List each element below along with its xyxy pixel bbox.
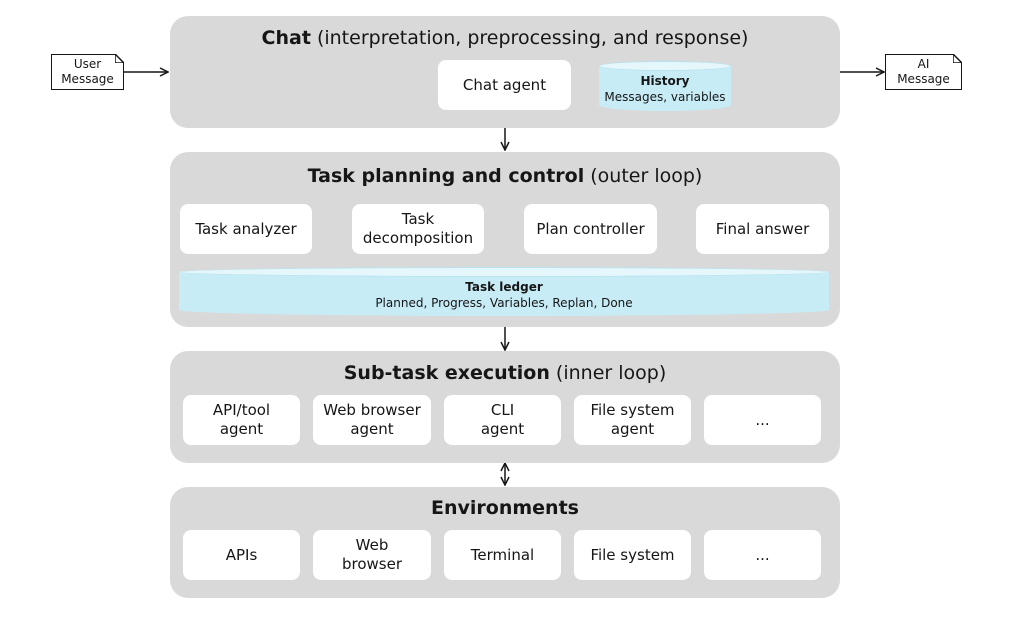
cli-agent-box: CLI agent <box>444 395 561 445</box>
ai-message-doc: AI Message <box>885 54 962 90</box>
ai-message-label: AI Message <box>897 57 950 86</box>
task-decomposition-box: Task decomposition <box>352 204 484 254</box>
task-analyzer-box: Task analyzer <box>180 204 312 254</box>
env-web-browser-box: Web browser <box>313 530 431 580</box>
user-message-fold <box>115 54 124 63</box>
file-system-agent-box: File system agent <box>574 395 691 445</box>
user-message-doc: User Message <box>51 54 124 90</box>
task-ledger-subtitle: Planned, Progress, Variables, Replan, Do… <box>375 296 633 310</box>
chat-panel-title: Chat (interpretation, preprocessing, and… <box>261 27 749 49</box>
environments-title: Environments <box>431 497 579 519</box>
final-answer-box: Final answer <box>696 204 829 254</box>
task-planning-panel: Task planning and control (outer loop) T… <box>170 152 840 327</box>
history-title: History <box>640 74 690 88</box>
chat-agent-box: Chat agent <box>438 60 571 110</box>
task-ledger-title: Task ledger <box>465 280 543 294</box>
user-message-label: User Message <box>61 57 114 86</box>
web-browser-agent-box: Web browser agent <box>313 395 431 445</box>
task-planning-title: Task planning and control (outer loop) <box>307 165 703 187</box>
environments-panel: Environments APIs Web browser Terminal F… <box>170 487 840 598</box>
env-terminal-box: Terminal <box>444 530 561 580</box>
subtask-title: Sub-task execution (inner loop) <box>343 362 667 384</box>
chat-panel: Chat (interpretation, preprocessing, and… <box>170 16 840 128</box>
env-file-system-box: File system <box>574 530 691 580</box>
subtask-panel: Sub-task execution (inner loop) API/tool… <box>170 351 840 463</box>
plan-controller-box: Plan controller <box>524 204 657 254</box>
ai-message-fold <box>953 54 962 63</box>
env-apis-box: APIs <box>183 530 300 580</box>
env-more-box: ... <box>704 530 821 580</box>
more-agents-box: ... <box>704 395 821 445</box>
history-subtitle: Messages, variables <box>604 90 726 104</box>
api-tool-agent-box: API/tool agent <box>183 395 300 445</box>
